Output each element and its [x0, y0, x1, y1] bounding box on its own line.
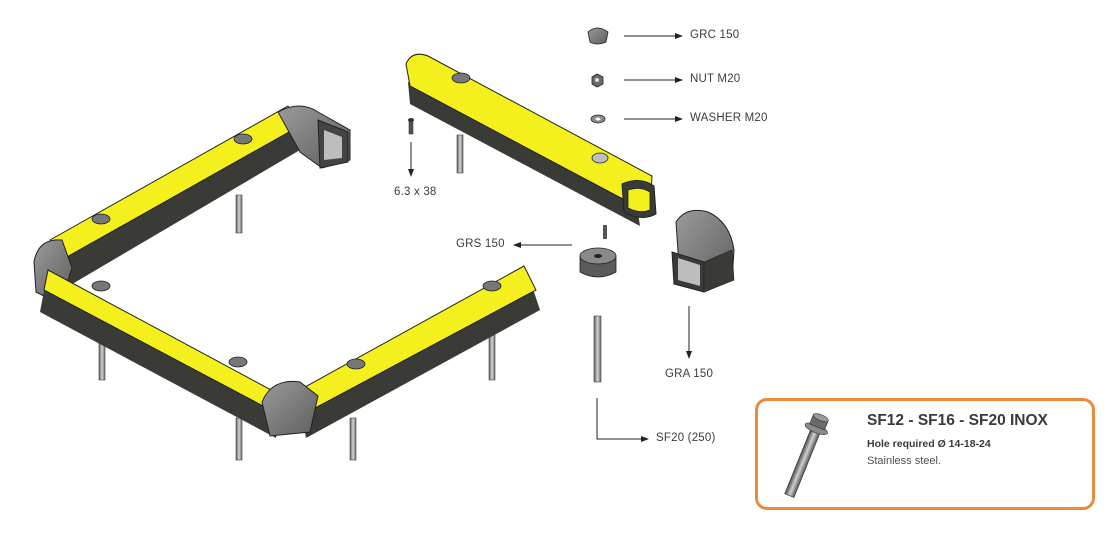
grs-150-spacer	[513, 225, 617, 278]
washer-m20	[590, 114, 683, 124]
product-callout-box: SF12 - SF16 - SF20 INOX Hole required Ø …	[755, 398, 1095, 510]
bumper-pin-left	[456, 134, 464, 174]
sf20-pin	[593, 315, 649, 442]
gra-150-elbow	[671, 209, 735, 359]
bottom-corner-elbow	[261, 380, 319, 437]
nut-m20	[591, 73, 683, 88]
label-grs-150: GRS 150	[456, 238, 505, 250]
exploded-straight-bumper	[405, 53, 657, 226]
label-nut-m20: NUT M20	[690, 73, 741, 85]
callout-subtitle: Hole required Ø 14-18-24	[867, 438, 991, 450]
label-sf20: SF20 (250)	[656, 432, 716, 444]
top-corner-elbow	[277, 105, 351, 169]
anchor-bolt-icon	[784, 413, 829, 498]
label-washer-m20: WASHER M20	[690, 112, 768, 124]
assembled-bumper-frame	[33, 105, 540, 461]
label-grc-150: GRC 150	[690, 29, 740, 41]
front-arm-bumper	[40, 269, 287, 438]
back-arm-bumper	[49, 105, 300, 290]
screw-6-3x38	[408, 118, 414, 177]
grc-150-cap	[587, 27, 683, 45]
callout-title: SF12 - SF16 - SF20 INOX	[867, 412, 1048, 429]
label-gra-150: GRA 150	[665, 368, 714, 380]
label-screw: 6.3 x 38	[394, 186, 437, 198]
callout-description: Stainless steel.	[867, 455, 941, 467]
right-arm-bumper	[295, 265, 540, 438]
bumper-holes	[91, 133, 502, 370]
